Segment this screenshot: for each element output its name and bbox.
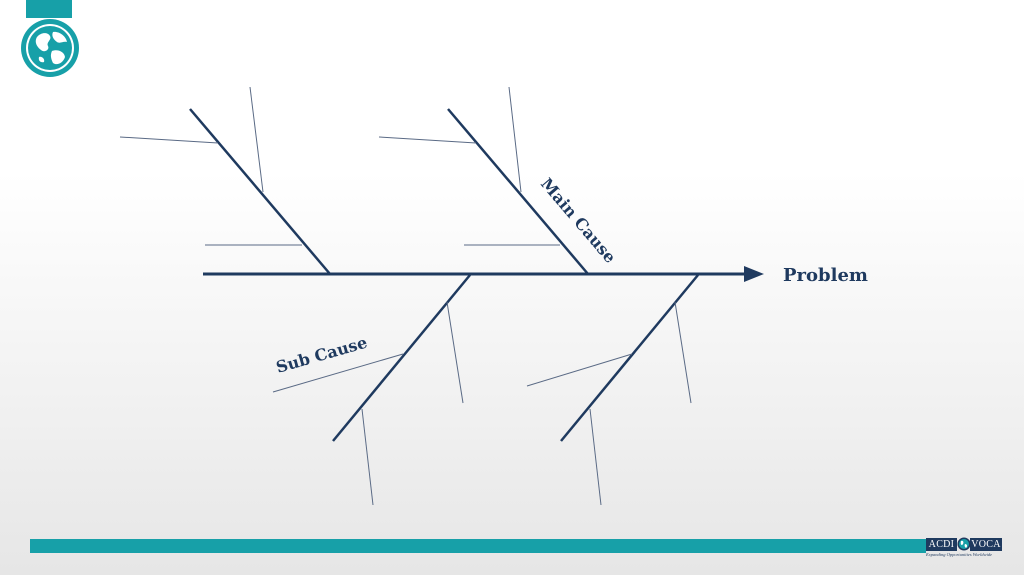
main-bone-4 <box>560 274 699 442</box>
problem-label: Problem <box>783 265 868 286</box>
logo-tab <box>26 0 72 18</box>
main-cause-label: Main Cause <box>537 174 620 266</box>
sub-bone-1a <box>119 136 219 144</box>
sub-cause-label: Sub Cause <box>274 333 369 377</box>
logo-right-text: VOCA <box>970 538 1002 551</box>
acdi-voca-logo: ACDI VOCA Expanding Opportunities Worldw… <box>926 537 1004 559</box>
main-bone-1 <box>189 108 331 275</box>
sub-bone-4a <box>674 301 692 404</box>
main-bone-2 <box>447 108 589 275</box>
sub-bone-1b <box>249 86 264 193</box>
sub-bone-4b <box>526 353 633 387</box>
main-bone-3 <box>332 274 471 442</box>
sub-bone-3b <box>272 353 404 393</box>
globe-icon <box>957 537 971 551</box>
sub-bone-3a <box>446 301 464 404</box>
sub-bone-2b <box>508 86 522 193</box>
sub-bone-2a <box>378 136 477 144</box>
sub-bone-3c <box>361 408 374 506</box>
footer-bar <box>30 539 926 553</box>
logo-tagline: Expanding Opportunities Worldwide <box>926 552 993 557</box>
spine-arrowhead <box>744 266 764 282</box>
sub-bone-4c <box>589 408 602 506</box>
logo-left-text: ACDI <box>926 538 957 551</box>
globe-icon <box>21 19 79 77</box>
